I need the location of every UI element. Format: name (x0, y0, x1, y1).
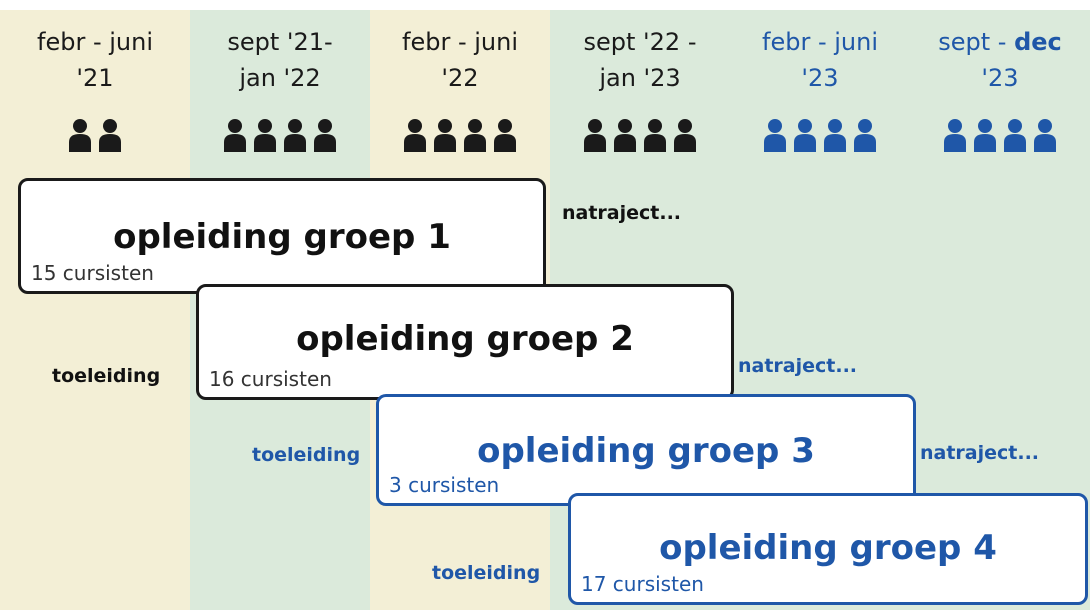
person-head (798, 119, 812, 133)
person-icon (944, 119, 966, 152)
group-card-2: opleiding groep 2 16 cursisten (196, 284, 734, 400)
person-head (258, 119, 272, 133)
person-head (1038, 119, 1052, 133)
person-icon (224, 119, 246, 152)
period-header-4: sept '22 - jan '23 (583, 28, 697, 92)
group-title: opleiding groep 4 (659, 528, 997, 568)
natraject-label-1: natraject... (562, 202, 682, 224)
person-head (228, 119, 242, 133)
people-icons-3 (370, 118, 550, 152)
period-header-3: febr - juni '22 (402, 28, 518, 92)
person-head (978, 119, 992, 133)
period-header-5: febr - juni '23 (762, 28, 878, 92)
person-head (468, 119, 482, 133)
person-body (974, 134, 996, 152)
group-card-4: opleiding groep 4 17 cursisten (568, 493, 1088, 605)
person-body (794, 134, 816, 152)
person-icon (404, 119, 426, 152)
period-header-6: sept - dec '23 (938, 28, 1062, 92)
person-body (254, 134, 276, 152)
person-body (854, 134, 876, 152)
person-head (103, 119, 117, 133)
person-body (614, 134, 636, 152)
person-body (434, 134, 456, 152)
people-icons-1 (0, 118, 190, 152)
period-column-1: febr - juni '21 (0, 10, 190, 610)
person-body (824, 134, 846, 152)
person-body (69, 134, 91, 152)
person-icon (434, 119, 456, 152)
person-icon (1004, 119, 1026, 152)
person-icon (99, 119, 121, 152)
person-icon (1034, 119, 1056, 152)
person-icon (824, 119, 846, 152)
people-icons-2 (190, 118, 370, 152)
natraject-label-3: natraject... (920, 442, 1040, 464)
group-count: 15 cursisten (31, 261, 154, 285)
person-icon (614, 119, 636, 152)
person-icon (464, 119, 486, 152)
person-body (1004, 134, 1026, 152)
person-icon (674, 119, 696, 152)
person-head (1008, 119, 1022, 133)
person-head (288, 119, 302, 133)
person-head (618, 119, 632, 133)
person-icon (794, 119, 816, 152)
people-icons-5 (730, 118, 910, 152)
person-icon (764, 119, 786, 152)
person-head (318, 119, 332, 133)
person-icon (254, 119, 276, 152)
group-title: opleiding groep 2 (296, 319, 634, 359)
person-body (314, 134, 336, 152)
toeleiding-label-2: toeleiding (52, 365, 161, 387)
person-head (73, 119, 87, 133)
toeleiding-label-4: toeleiding (432, 562, 541, 584)
person-icon (854, 119, 876, 152)
person-icon (584, 119, 606, 152)
person-head (858, 119, 872, 133)
person-head (648, 119, 662, 133)
person-head (948, 119, 962, 133)
group-title: opleiding groep 3 (477, 431, 815, 471)
natraject-label-2: natraject... (738, 355, 858, 377)
people-icons-6 (910, 118, 1090, 152)
person-head (768, 119, 782, 133)
person-head (408, 119, 422, 133)
person-body (494, 134, 516, 152)
person-body (944, 134, 966, 152)
person-body (764, 134, 786, 152)
group-count: 17 cursisten (581, 572, 704, 596)
person-head (828, 119, 842, 133)
group-card-3: opleiding groep 3 3 cursisten (376, 394, 916, 506)
person-body (464, 134, 486, 152)
person-icon (69, 119, 91, 152)
person-icon (974, 119, 996, 152)
group-count: 3 cursisten (389, 473, 500, 497)
person-body (674, 134, 696, 152)
person-head (588, 119, 602, 133)
person-body (644, 134, 666, 152)
person-icon (494, 119, 516, 152)
person-head (678, 119, 692, 133)
group-card-1: opleiding groep 1 15 cursisten (18, 178, 546, 294)
person-head (498, 119, 512, 133)
person-body (584, 134, 606, 152)
person-icon (644, 119, 666, 152)
period-header-1: febr - juni '21 (37, 28, 153, 92)
person-body (224, 134, 246, 152)
toeleiding-label-3: toeleiding (252, 444, 361, 466)
person-icon (284, 119, 306, 152)
group-title: opleiding groep 1 (113, 217, 451, 257)
person-body (99, 134, 121, 152)
person-icon (314, 119, 336, 152)
person-body (284, 134, 306, 152)
person-body (1034, 134, 1056, 152)
period-header-2: sept '21- jan '22 (227, 28, 333, 92)
group-count: 16 cursisten (209, 367, 332, 391)
person-head (438, 119, 452, 133)
people-icons-4 (550, 118, 730, 152)
person-body (404, 134, 426, 152)
